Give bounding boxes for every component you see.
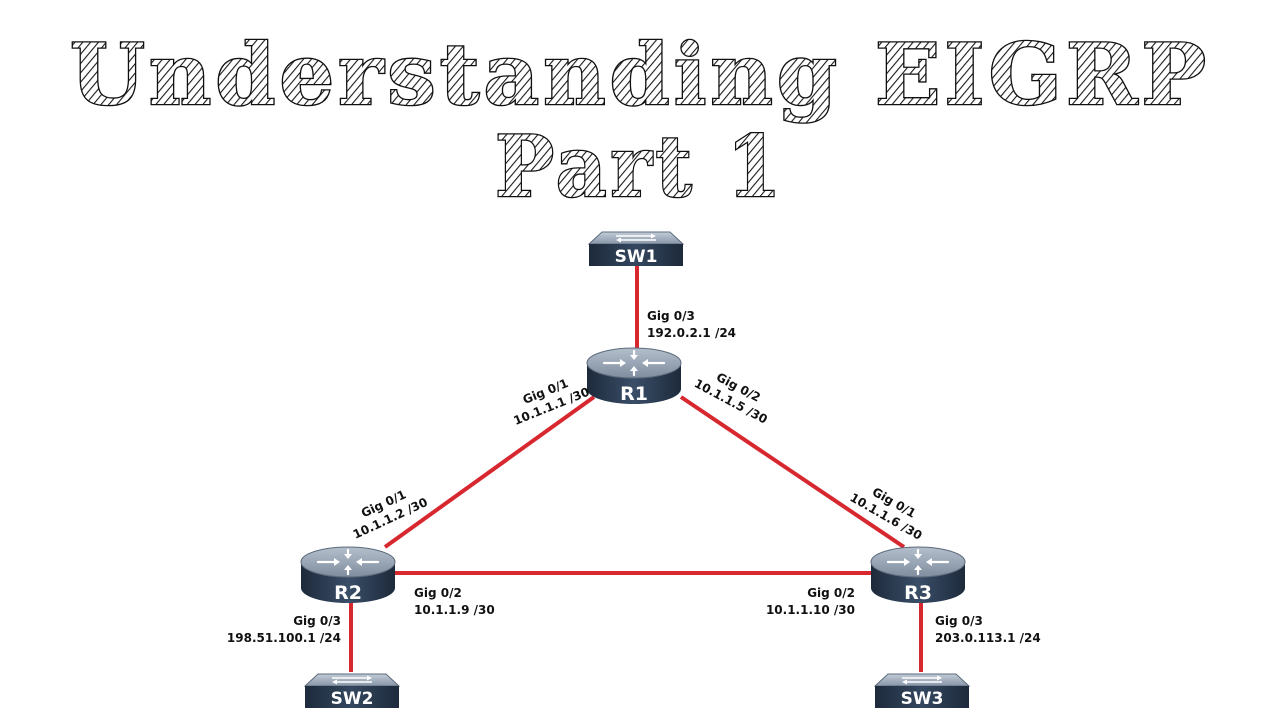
router-r1-label: R1: [620, 383, 648, 405]
iface-r1-g02: Gig 0/2 10.1.1.5 /30: [692, 370, 770, 427]
iface-name: Gig 0/3: [647, 309, 695, 323]
router-r2-label: R2: [334, 582, 362, 604]
router-r3[interactable]: R3: [869, 545, 967, 605]
iface-r3-g03: Gig 0/3 203.0.113.1 /24: [935, 614, 1041, 645]
switch-sw1-label: SW1: [615, 247, 658, 267]
link-r1-r2: [383, 395, 596, 549]
iface-r2-g02: Gig 0/2 10.1.1.9 /30: [414, 586, 495, 617]
switch-sw2[interactable]: SW2: [304, 673, 400, 709]
iface-ip: 198.51.100.1 /24: [227, 631, 341, 645]
iface-r1-g01: Gig 0/1 10.1.1.1 /30: [511, 376, 591, 428]
iface-r2-g01: Gig 0/1 10.1.1.2 /30: [351, 487, 430, 541]
iface-r3-g01: Gig 0/1 10.1.1.6 /30: [848, 485, 925, 543]
router-r3-label: R3: [904, 582, 932, 604]
iface-name: Gig 0/3: [935, 614, 983, 628]
title-line-1: Understanding EIGRP: [70, 25, 1210, 124]
iface-r1-g03: Gig 0/3 192.0.2.1 /24: [647, 309, 736, 340]
iface-r2-g03: Gig 0/3 198.51.100.1 /24: [227, 614, 341, 645]
iface-name: Gig 0/2: [414, 586, 462, 600]
iface-ip: 10.1.1.10 /30: [766, 603, 855, 617]
router-r1[interactable]: R1: [585, 346, 683, 406]
iface-r3-g02: Gig 0/2 10.1.1.10 /30: [766, 586, 855, 617]
iface-name: Gig 0/3: [293, 614, 341, 628]
iface-ip: 10.1.1.9 /30: [414, 603, 495, 617]
iface-ip: 203.0.113.1 /24: [935, 631, 1041, 645]
iface-ip: 192.0.2.1 /24: [647, 326, 736, 340]
title-line-2: Part 1: [495, 117, 785, 216]
switch-sw3-label: SW3: [901, 689, 944, 709]
switch-sw2-label: SW2: [331, 689, 374, 709]
switch-sw1[interactable]: SW1: [588, 231, 684, 267]
link-r1-r3: [679, 395, 906, 549]
router-r2[interactable]: R2: [299, 545, 397, 605]
iface-name: Gig 0/2: [807, 586, 855, 600]
switch-sw3[interactable]: SW3: [874, 673, 970, 709]
